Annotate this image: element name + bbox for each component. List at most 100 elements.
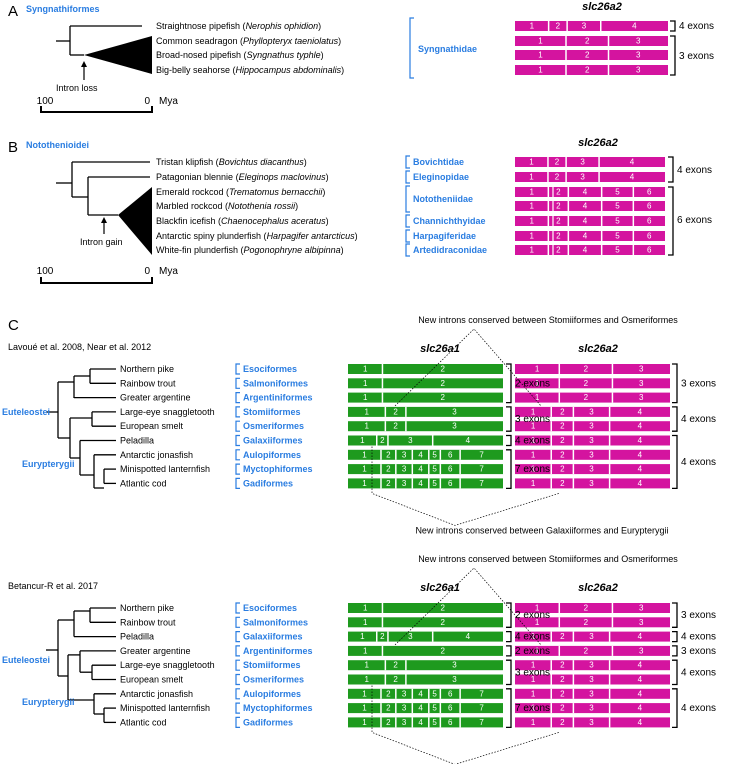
panel-c-slc26a2-0-7-exon-label: 3 (589, 465, 594, 474)
panel-b-family-bracket-5 (405, 243, 410, 257)
panel-c-slc26a1-0-7-exon-label: 4 (418, 465, 423, 474)
panel-c-slc26a2-0-2-exon-label: 3 (639, 393, 644, 402)
panel-a-scale-unit: Mya (159, 96, 178, 107)
panel-c-euteleostei-1: Euteleostei (2, 655, 50, 665)
panel-c-slc26a2-1-4-exon-label: 3 (589, 661, 594, 670)
panel-b-family-bracket-3 (405, 214, 410, 228)
panel-a-exon-count-2: 3 exons (679, 51, 714, 62)
panel-c-slc26a1-1-2-bar (348, 631, 503, 642)
panel-c-slc26a2-1-3-bar (515, 645, 670, 656)
panel-c-species-label: European smelt (120, 421, 184, 431)
panel-c-order-label: Aulopiformes (243, 689, 301, 699)
p-c1-a2-brace-1 (672, 363, 678, 404)
panel-c-slc26a1-1-6-exon-label: 6 (448, 689, 453, 698)
panel-c-slc26a2-1-4-bar (515, 660, 670, 671)
panel-a-species-label: Straightnose pipefish (Nerophis ophidion… (156, 21, 321, 31)
panel-c-slc26a1-1-0-bar (348, 603, 503, 613)
panel-a-arrow-head (81, 61, 87, 67)
panel-c-slc26a1-0-5-exon-label: 1 (360, 436, 365, 445)
panel-a-gene-3-bar (515, 65, 668, 75)
panel-c-slc26a2-0-8-exon-label: 3 (589, 479, 594, 488)
panel-c-slc26a2-1-2-exon-label: 1 (531, 632, 536, 641)
panel-a-gene-1-exon-label: 2 (585, 37, 590, 46)
panel-a-gene-2-exon-label: 1 (538, 51, 543, 60)
panel-c-slc26a2-0-4-exon-label: 3 (589, 422, 594, 431)
panel-b-exon-count-1: 4 exons (677, 165, 712, 176)
species-latin-name: Phyllopteryx taeniolatus (243, 36, 339, 46)
species-common-name: Emerald rockcod ( (156, 187, 229, 197)
panel-c-order-label: Salmoniformes (243, 378, 308, 388)
panel-c-slc26a1-1-7-exon-label: 6 (448, 704, 453, 713)
panel-c-order-bracket (235, 673, 240, 686)
p-c2-a1-brace-4 (506, 659, 512, 686)
panel-c-order-bracket (235, 377, 240, 389)
panel-c-slc26a1-0-3-exon-label: 2 (393, 407, 398, 416)
panel-c-order-bracket (235, 392, 240, 404)
panel-b-gene-4-exon-label: 1 (529, 217, 534, 226)
panel-a-species-label: Big-belly seahorse (Hippocampus abdomina… (156, 65, 344, 75)
panel-b-exon-brace-2 (668, 186, 674, 256)
panel-c-slc26a2-0-5-bar (515, 435, 670, 446)
panel-c-order-label: Aulopiformes (243, 450, 301, 460)
panel-c-species-label: Atlantic cod (120, 478, 167, 488)
panel-c-slc26a2-0-2-bar (515, 392, 670, 403)
panel-b-gene-2-exon-label: 4 (583, 188, 588, 197)
panel-c-slc26a1-0-6-exon-label: 5 (432, 450, 437, 459)
panel-c-slc26a1-1-3-exon-label: 1 (363, 646, 368, 655)
panel-b-gene-4-exon-label: 2 (556, 217, 561, 226)
panel-c-slc26a2-1-7-exon-label: 3 (589, 704, 594, 713)
panel-c-slc26a2-1-3-exon-label: 3 (639, 646, 644, 655)
panel-c-order-label: Myctophiformes (243, 703, 313, 713)
panel-b-family-label: Harpagiferidae (413, 231, 476, 241)
panel-c-slc26a1-0-8-exon-label: 7 (479, 479, 484, 488)
panel-b-gene-5-exon-label: 6 (647, 232, 652, 241)
panel-c-slc26a2-1-8-exon-label: 2 (560, 718, 565, 727)
panel-c-slc26a1-1-2-exon-label: 1 (360, 632, 365, 641)
species-common-name: White-fin plunderfish ( (156, 245, 244, 255)
panel-c-order-label: Osmeriformes (243, 421, 304, 431)
panel-c-slc26a2-0-3-exon-label: 3 (589, 407, 594, 416)
panel-c-slc26a1-0-5-exon-label: 2 (380, 436, 385, 445)
panel-c-slc26a2-1-7-exon-label: 2 (560, 704, 565, 713)
panel-a-scale-right: 0 (144, 96, 150, 107)
panel-c-slc26a1-1-7-bar (348, 703, 503, 714)
panel-c-slc26a1-0-0-exon-label: 2 (440, 365, 445, 374)
panel-b-species-label: Tristan klipfish (Bovichtus diacanthus) (156, 157, 307, 167)
panel-c-order-bracket (235, 688, 240, 700)
panel-c-slc26a2-0-4-exon-label: 2 (560, 422, 565, 431)
panel-c-species-label: Antarctic jonasfish (120, 450, 193, 460)
panel-c-slc26a2-0-1-exon-label: 3 (639, 379, 644, 388)
panel-c-slc26a1-1-6-exon-label: 5 (432, 689, 437, 698)
panel-b-family-label: Nototheniidae (413, 194, 473, 204)
species-common-name: Common seadragon ( (156, 36, 243, 46)
panel-c-slc26a2-1-0-exon-label: 1 (535, 604, 540, 613)
species-common-name: Marbled rockcod ( (156, 201, 228, 211)
panel-c-slc26a1-0-6-bar (348, 449, 503, 460)
panel-c-slc26a1-1-2-exon-label: 4 (466, 632, 471, 641)
panel-c-a2-count: 4 exons (681, 703, 716, 714)
panel-c-slc26a1-1-7-exon-label: 7 (479, 704, 484, 713)
panel-b-gene-2-exon-label: 5 (615, 188, 620, 197)
species-latin-name: Nerophis ophidion (246, 21, 319, 31)
panel-c-species-label: Rainbow trout (120, 617, 176, 627)
panel-c-slc26a1-0-1-exon-label: 2 (440, 379, 445, 388)
species-close-paren: ) (326, 172, 329, 182)
panel-c-euteleostei-0: Euteleostei (2, 407, 50, 417)
panel-c-slc26a2-1-4-exon-label: 1 (531, 661, 536, 670)
species-common-name: Patagonian blennie ( (156, 172, 239, 182)
panel-c-slc26a2-1-1-exon-label: 1 (535, 618, 540, 627)
panel-b-gene-5-exon-label: 5 (615, 232, 620, 241)
panel-c-slc26a1-0-7-exon-label: 3 (402, 465, 407, 474)
panel-c-a2-count: 4 exons (681, 414, 716, 425)
panel-c-species-label: Large-eye snaggletooth (120, 660, 215, 670)
panel-b-gene-4-exon-label: 5 (615, 217, 620, 226)
p-c1-a1-brace-1 (506, 363, 512, 404)
panel-b-gene-0-exon-label: 3 (580, 158, 585, 167)
panel-c-a1-count: 4 exons (515, 632, 550, 643)
panel-c-slc26a1-0-5-exon-label: 3 (408, 436, 413, 445)
panel-c-slc26a1-1-5-exon-label: 1 (364, 675, 369, 684)
panel-c-slc26a2-1-8-bar (515, 717, 670, 728)
panel-a-species-label: Common seadragon (Phyllopteryx taeniolat… (156, 36, 341, 46)
panel-c-slc26a1-1-7-exon-label: 4 (418, 704, 423, 713)
